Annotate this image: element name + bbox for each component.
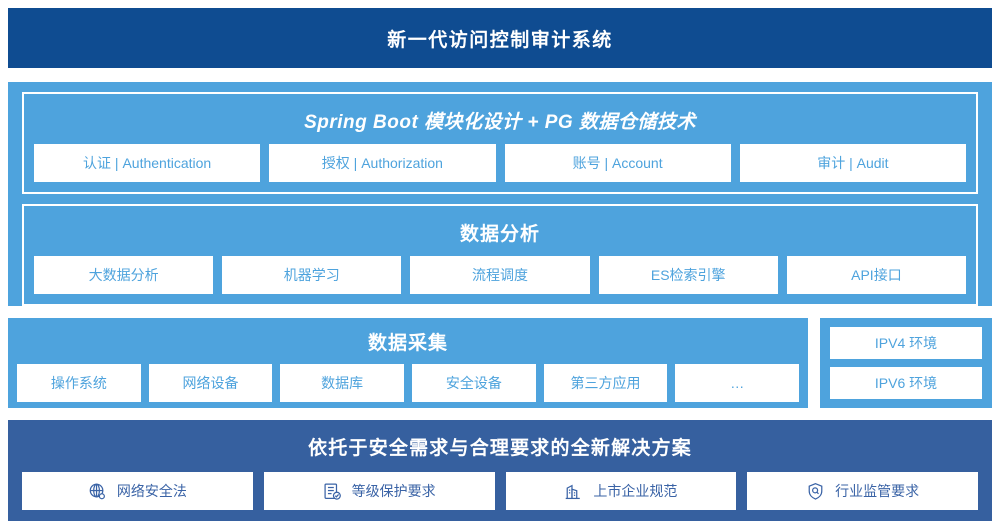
- ipv4-card[interactable]: IPV4 环境: [830, 327, 982, 359]
- compliance-card-label: 网络安全法: [116, 483, 187, 499]
- data-analysis-card[interactable]: API接口: [786, 256, 967, 294]
- data-collection-card[interactable]: 操作系统: [17, 364, 141, 402]
- compliance-card-industry-regulation[interactable]: 行业监管要求: [747, 472, 978, 510]
- building-icon: [564, 482, 583, 501]
- spring-boot-card[interactable]: 审计 | Audit: [739, 144, 966, 182]
- compliance-card-listed-enterprise[interactable]: 上市企业规范: [505, 472, 737, 510]
- shield-search-icon: [806, 482, 825, 501]
- compliance-card-label: 上市企业规范: [593, 483, 678, 499]
- data-collection-card[interactable]: 第三方应用: [543, 364, 668, 402]
- compliance-card-grade-protection[interactable]: 等级保护要求: [263, 472, 495, 510]
- data-analysis-card[interactable]: 机器学习: [222, 256, 402, 294]
- spring-boot-card[interactable]: 授权 | Authorization: [269, 144, 496, 182]
- data-collection-card-more[interactable]: …: [675, 364, 800, 402]
- data-analysis-title: 数据分析: [459, 224, 540, 245]
- spring-boot-title: Spring Boot 模块化设计 + PG 数据仓储技术: [304, 112, 696, 133]
- data-analysis-card[interactable]: 流程调度: [410, 256, 590, 294]
- compliance-card-cybersecurity-law[interactable]: 网络安全法: [22, 472, 253, 510]
- ipv6-card[interactable]: IPV6 环境: [830, 367, 982, 399]
- platform-panel: Spring Boot 模块化设计 + PG 数据仓储技术 认证 | Authe…: [8, 82, 992, 306]
- data-analysis-card-row: 大数据分析 机器学习 流程调度 ES检索引擎 API接口: [34, 256, 967, 294]
- spring-boot-card[interactable]: 账号 | Account: [504, 144, 731, 182]
- compliance-card-row: 网络安全法 等级保护要求: [22, 472, 978, 510]
- data-analysis-panel: 数据分析 大数据分析 机器学习 流程调度 ES检索引擎 API接口: [22, 204, 978, 306]
- document-check-icon: [323, 482, 342, 501]
- page-title: 新一代访问控制审计系统: [387, 29, 613, 51]
- globe-icon: [88, 482, 107, 501]
- spring-boot-card-row: 认证 | Authentication 授权 | Authorization 账…: [34, 144, 966, 182]
- compliance-card-label: 行业监管要求: [835, 483, 920, 499]
- data-collection-panel: 数据采集 操作系统 网络设备 数据库 安全设备 第三方应用 …: [8, 318, 808, 408]
- spring-boot-card[interactable]: 认证 | Authentication: [34, 144, 261, 182]
- data-collection-title: 数据采集: [367, 333, 448, 354]
- data-collection-card[interactable]: 网络设备: [148, 364, 273, 402]
- ip-environment-panel: IPV4 环境 IPV6 环境: [820, 318, 992, 408]
- data-collection-card[interactable]: 安全设备: [412, 364, 536, 402]
- compliance-panel: 依托于安全需求与合理要求的全新解决方案 网络安全法: [8, 420, 992, 521]
- header-bar: 新一代访问控制审计系统: [8, 8, 992, 68]
- compliance-card-label: 等级保护要求: [351, 483, 436, 499]
- compliance-title: 依托于安全需求与合理要求的全新解决方案: [308, 438, 692, 459]
- data-collection-card[interactable]: 数据库: [280, 364, 405, 402]
- spring-boot-panel: Spring Boot 模块化设计 + PG 数据仓储技术 认证 | Authe…: [22, 92, 978, 194]
- data-analysis-card[interactable]: ES检索引擎: [598, 256, 778, 294]
- data-collection-card-row: 操作系统 网络设备 数据库 安全设备 第三方应用 …: [17, 364, 800, 402]
- data-analysis-card[interactable]: 大数据分析: [34, 256, 214, 294]
